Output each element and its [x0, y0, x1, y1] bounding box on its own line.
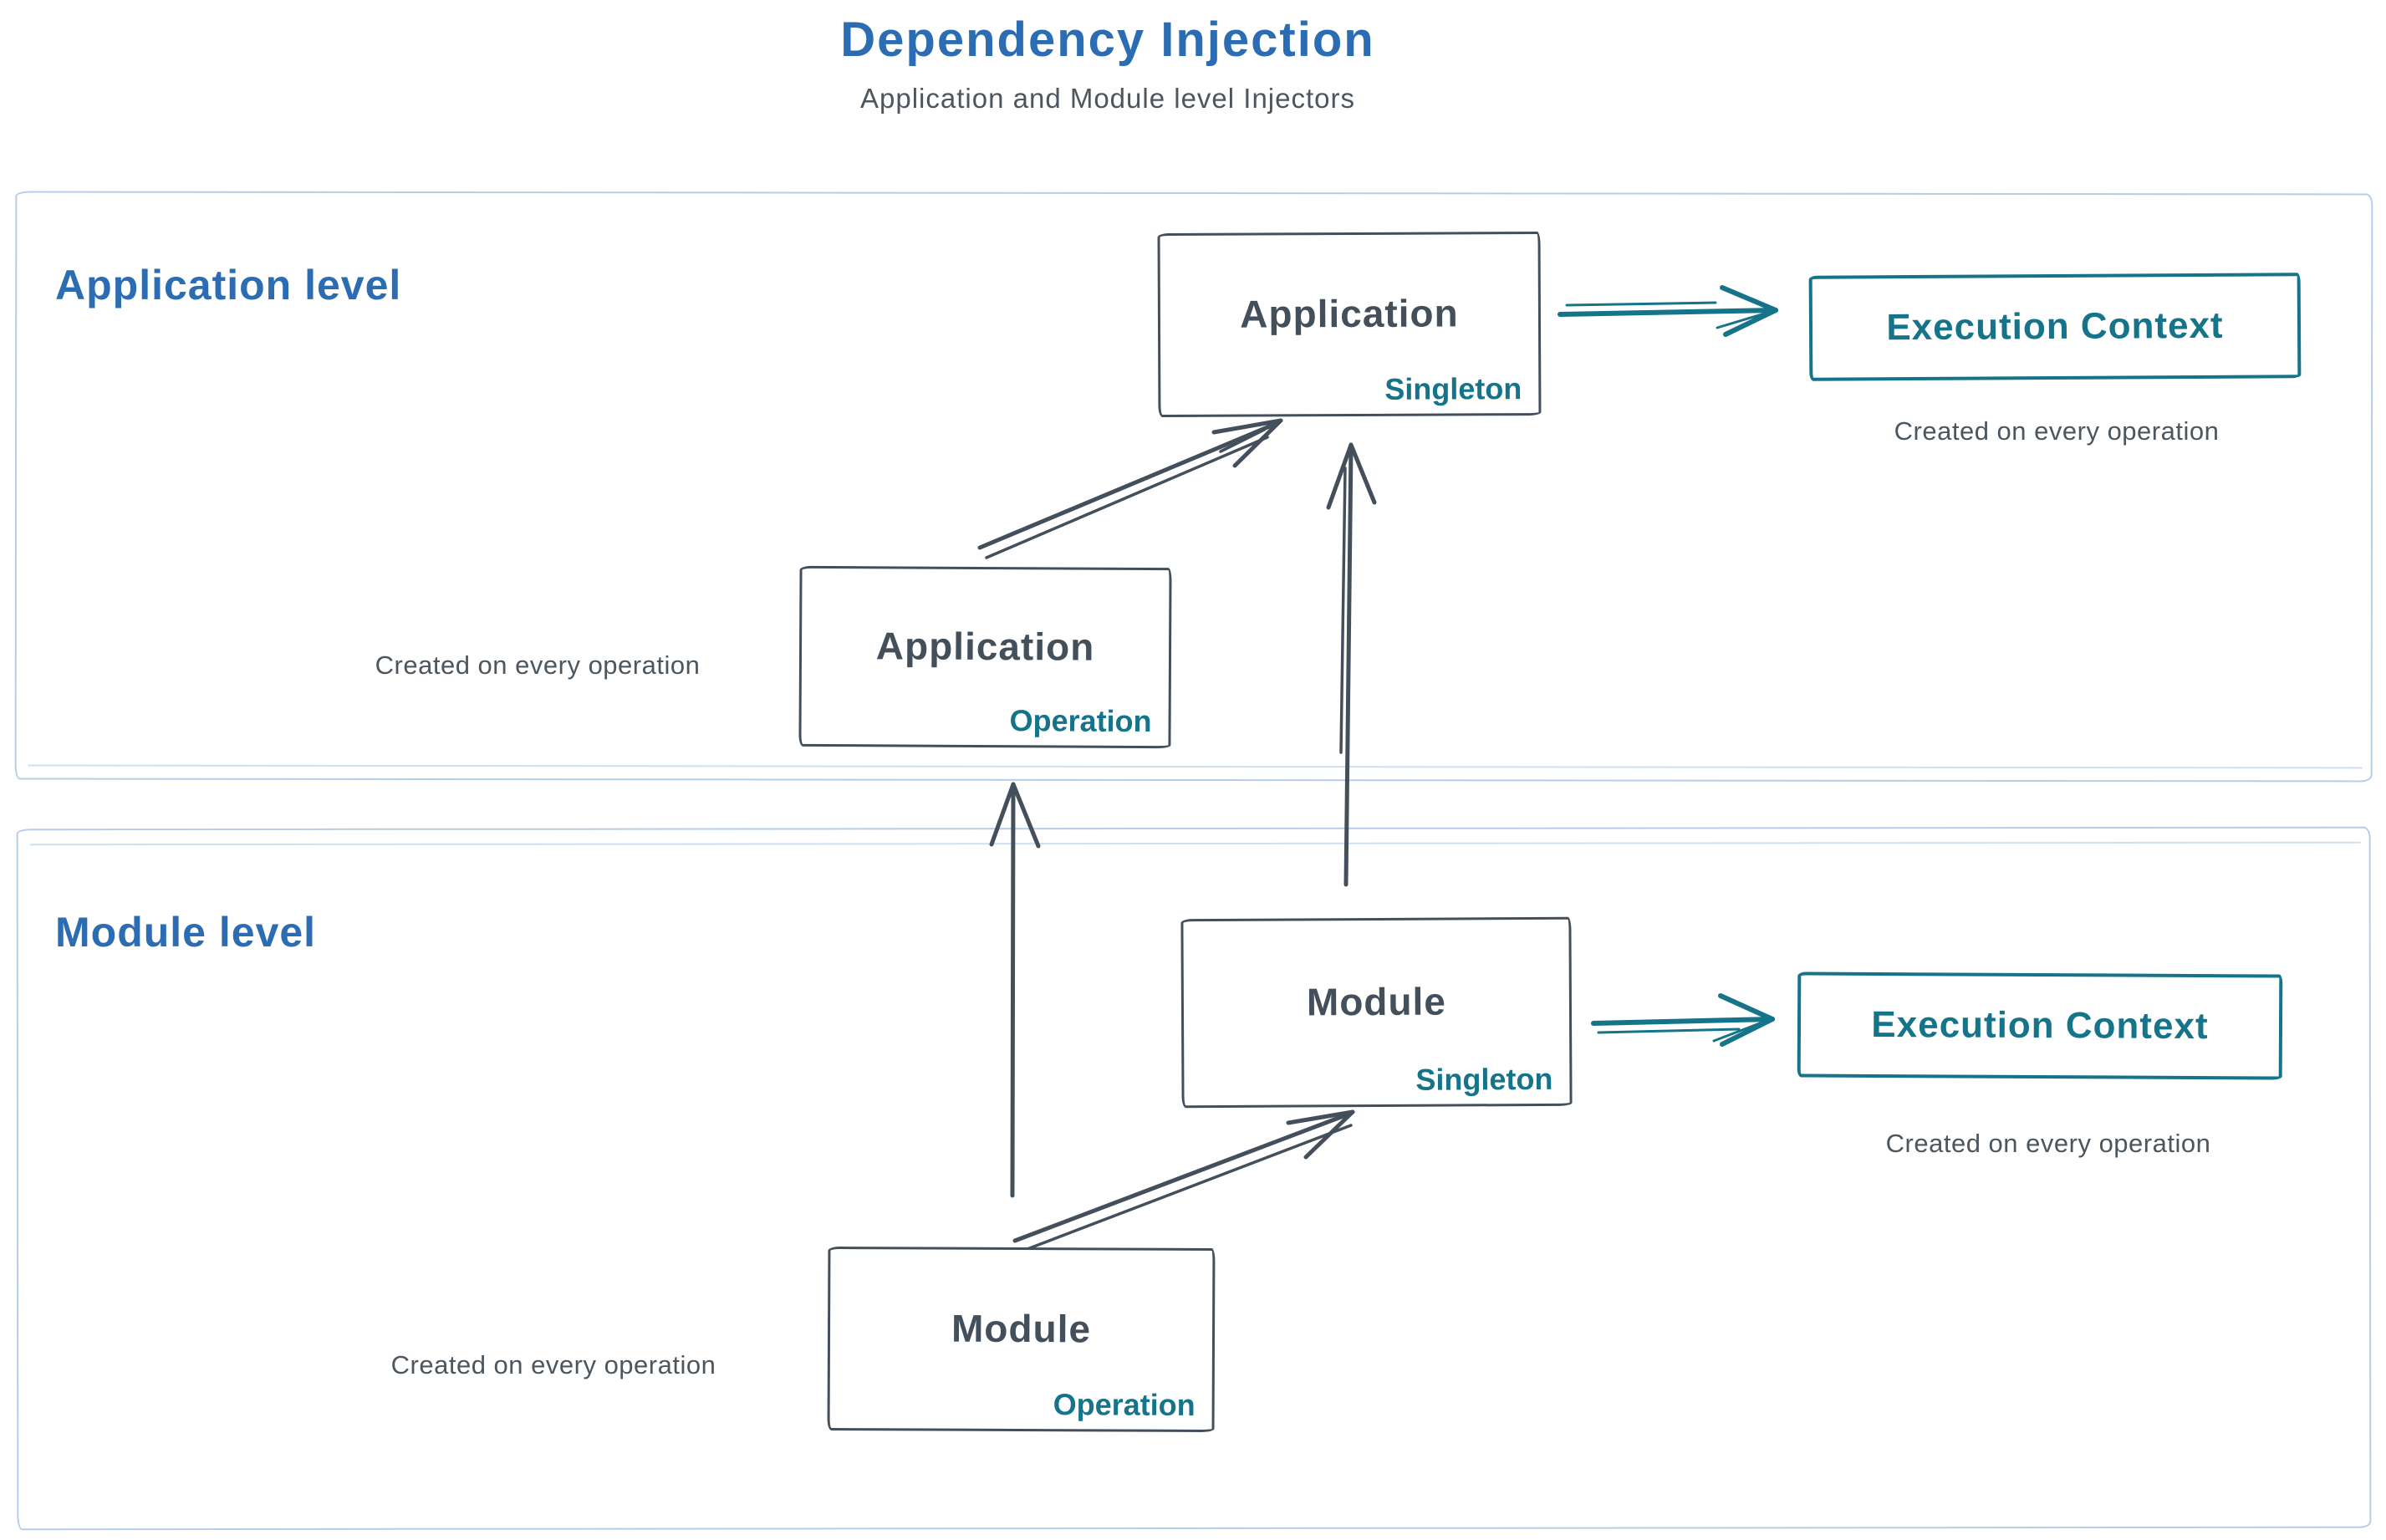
module-operation-title: Module: [951, 1306, 1092, 1351]
application-singleton-title: Application: [1240, 291, 1459, 336]
application-operation-note: Created on every operation: [375, 650, 701, 680]
application-execution-note: Created on every operation: [1894, 416, 2220, 446]
module-operation-note: Created on every operation: [390, 1350, 716, 1379]
module-execution-context-box: Execution Context: [1797, 971, 2283, 1080]
application-singleton-scope-tag: Singleton: [1384, 371, 1522, 406]
application-execution-context-label: Execution Context: [1886, 304, 2224, 349]
module-operation-box: Module Operation: [827, 1246, 1216, 1433]
module-operation-scope-tag: Operation: [1053, 1387, 1196, 1422]
application-execution-context-box: Execution Context: [1808, 273, 2302, 381]
application-operation-scope-tag: Operation: [1009, 703, 1152, 739]
module-singleton-title: Module: [1306, 979, 1447, 1024]
module-execution-note: Created on every operation: [1885, 1129, 2211, 1158]
application-level-label: Application level: [55, 262, 402, 309]
page-subtitle: Application and Module level Injectors: [860, 83, 1355, 114]
module-level-label: Module level: [55, 909, 317, 956]
diagram-header: Dependency Injection Application and Mod…: [727, 12, 1488, 115]
module-execution-context-label: Execution Context: [1871, 1003, 2209, 1048]
page-title: Dependency Injection: [840, 13, 1375, 67]
module-singleton-scope-tag: Singleton: [1415, 1061, 1553, 1097]
application-operation-title: Application: [875, 624, 1095, 669]
module-singleton-box: Module Singleton: [1180, 916, 1573, 1109]
application-operation-box: Application Operation: [798, 565, 1172, 749]
application-singleton-box: Application Singleton: [1157, 232, 1542, 417]
